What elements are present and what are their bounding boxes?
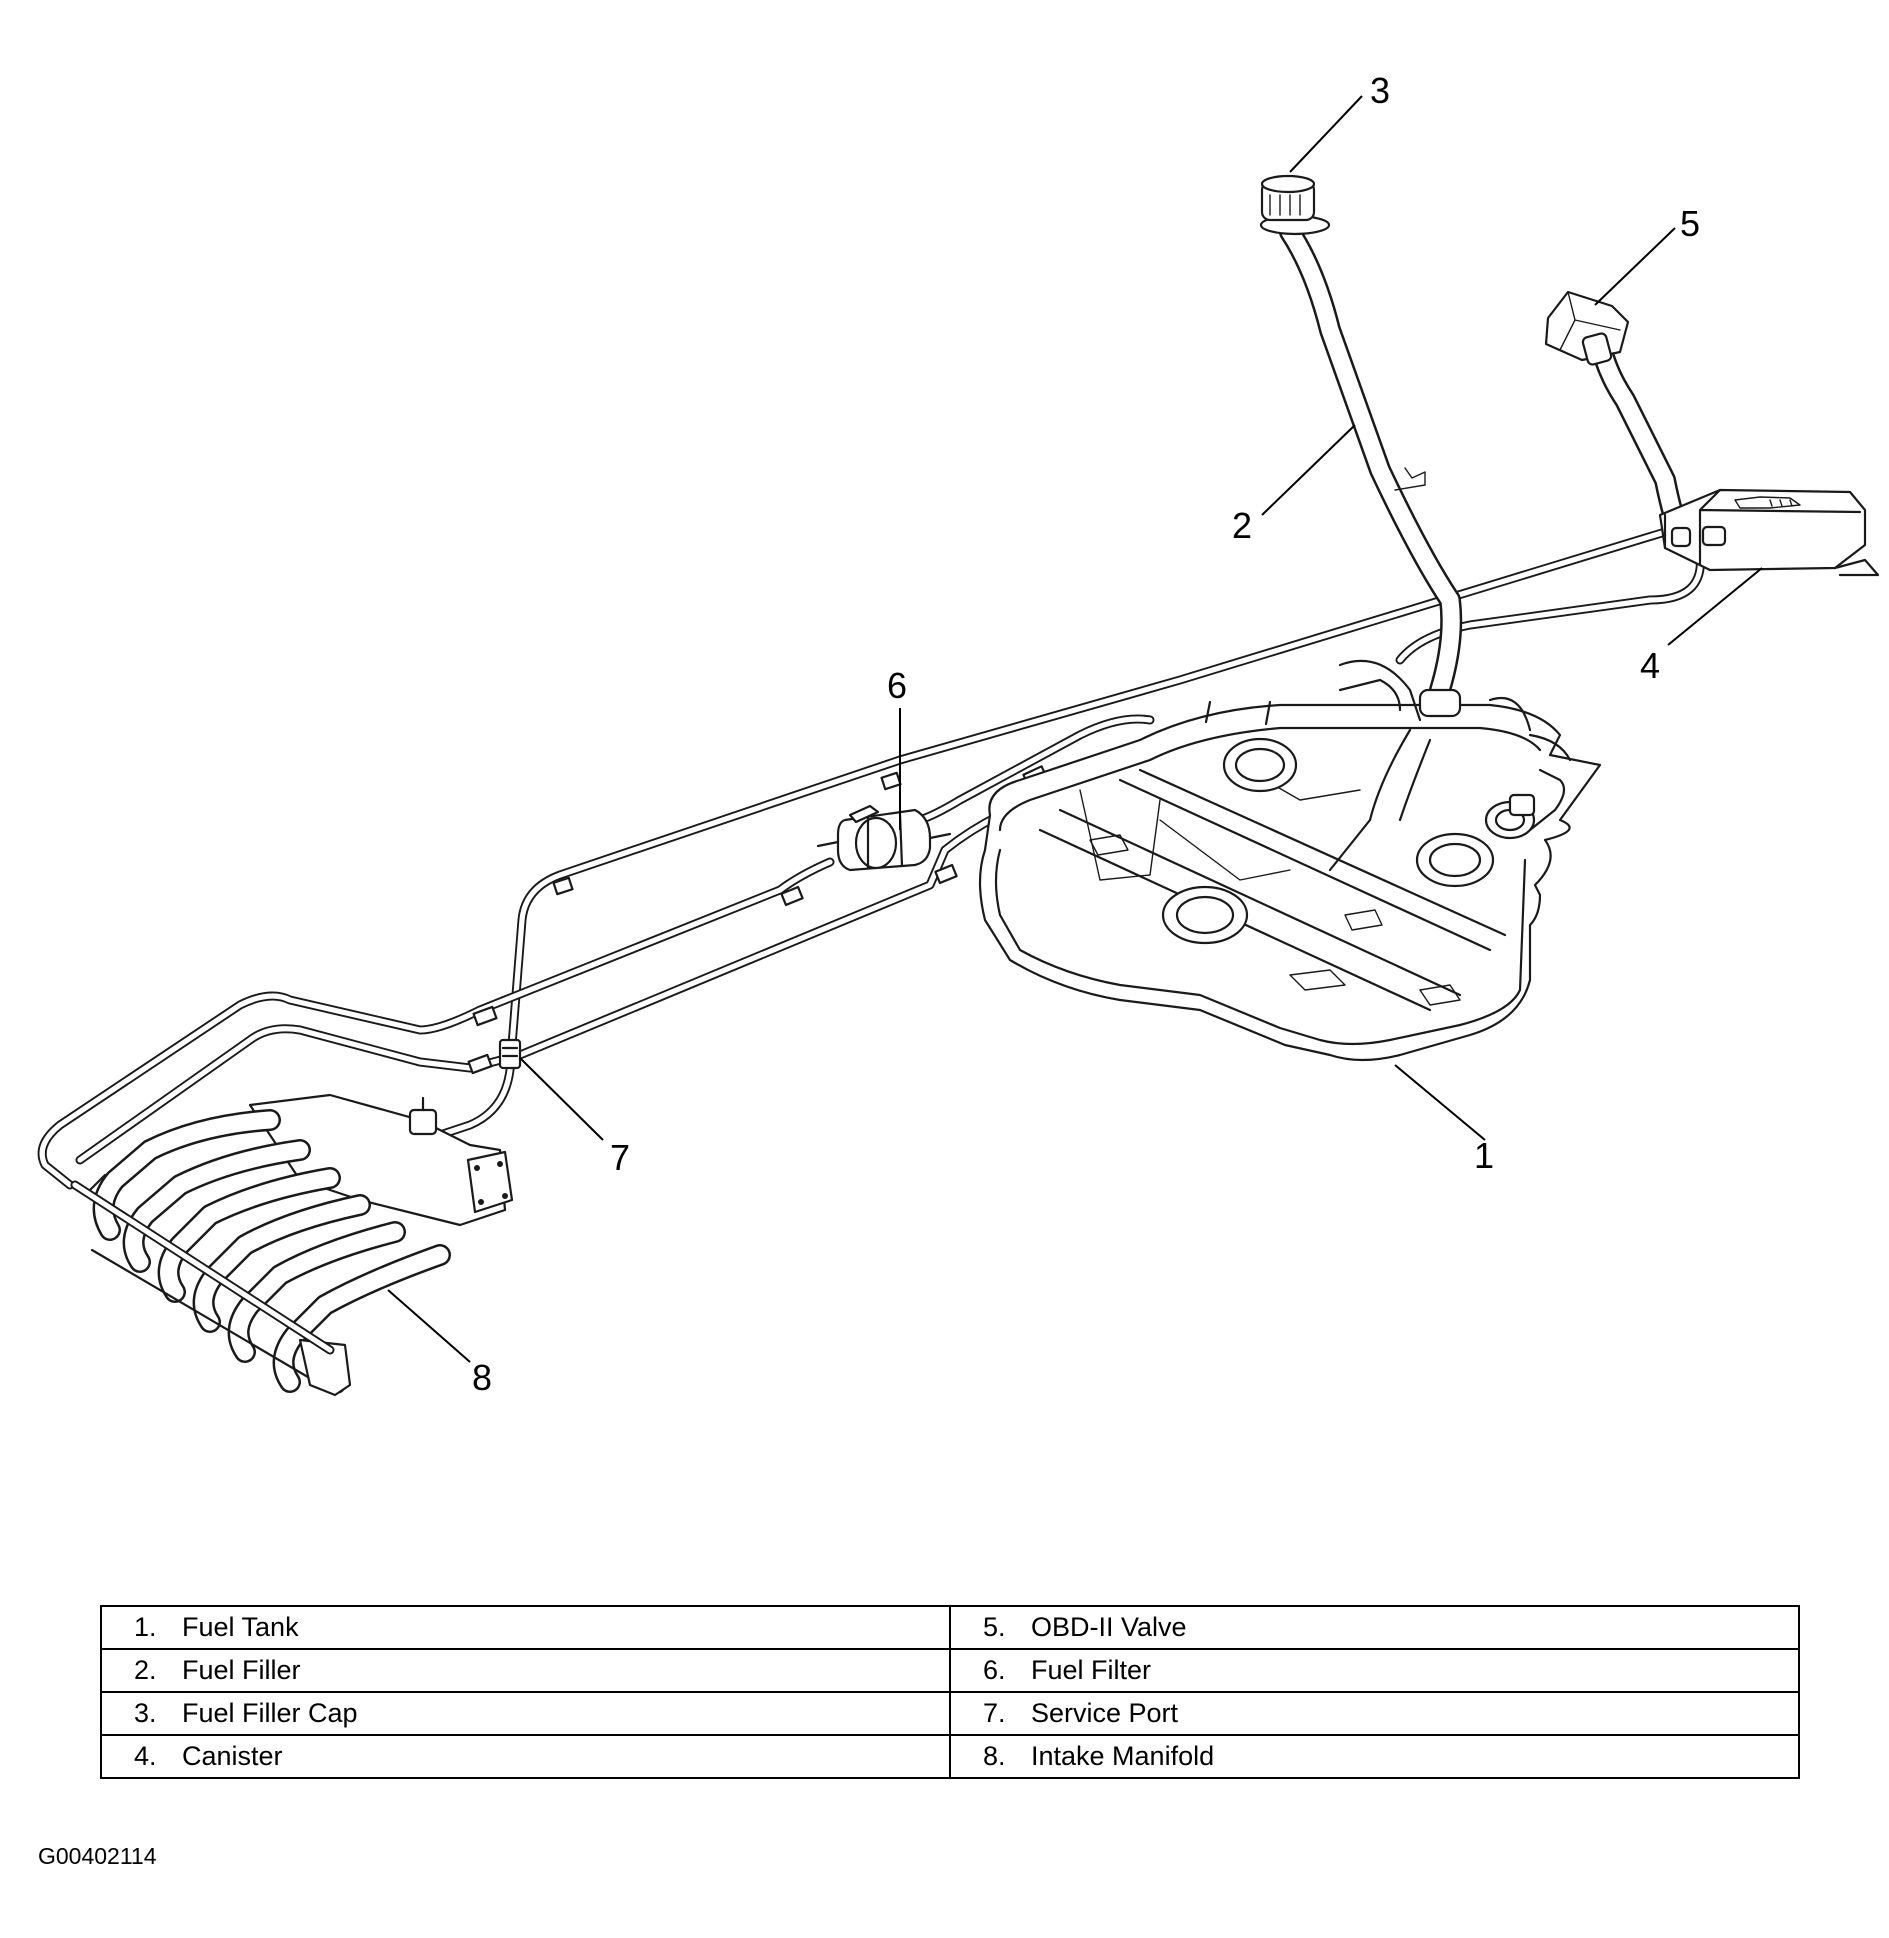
canister [1658,488,1880,577]
legend-item-fuel-filter: 6.Fuel Filter [949,1648,1800,1693]
table-row: 2.Fuel Filler 6.Fuel Filter [100,1648,1800,1693]
callout-7: 7 [610,1137,630,1178]
legend-item-fuel-filler-cap: 3.Fuel Filler Cap [100,1691,951,1736]
figure-id: G00402114 [38,1843,157,1869]
callout-8: 8 [472,1357,492,1398]
service-port [498,1038,522,1070]
callout-5: 5 [1680,203,1700,244]
fuel-filler [1259,214,1463,701]
obd-ii-valve [1544,290,1691,546]
table-row: 3.Fuel Filler Cap 7.Service Port [100,1691,1800,1736]
table-row: 1.Fuel Tank 5.OBD-II Valve [100,1605,1800,1650]
callout-3: 3 [1370,70,1390,111]
legend-item-intake-manifold: 8.Intake Manifold [949,1734,1800,1779]
legend-table: 1.Fuel Tank 5.OBD-II Valve 2.Fuel Filler… [100,1605,1800,1779]
fuel-filter [816,804,952,872]
callout-6: 6 [887,665,907,706]
callouts: 1 2 3 4 5 6 7 8 [387,70,1763,1398]
legend-item-obd-ii-valve: 5.OBD-II Valve [949,1605,1800,1650]
legend-item-fuel-tank: 1.Fuel Tank [100,1605,951,1650]
legend-item-fuel-filler: 2.Fuel Filler [100,1648,951,1693]
fuel-filler-cap [1260,174,1316,222]
fuel-tank [978,659,1602,1062]
table-row: 4.Canister 8.Intake Manifold [100,1734,1800,1779]
callout-1: 1 [1474,1135,1494,1176]
legend-item-service-port: 7.Service Port [949,1691,1800,1736]
callout-4: 4 [1640,645,1660,686]
fuel-lines [37,527,1705,1190]
callout-2: 2 [1232,505,1252,546]
legend-item-canister: 4.Canister [100,1734,951,1779]
intake-manifold [70,1093,514,1397]
